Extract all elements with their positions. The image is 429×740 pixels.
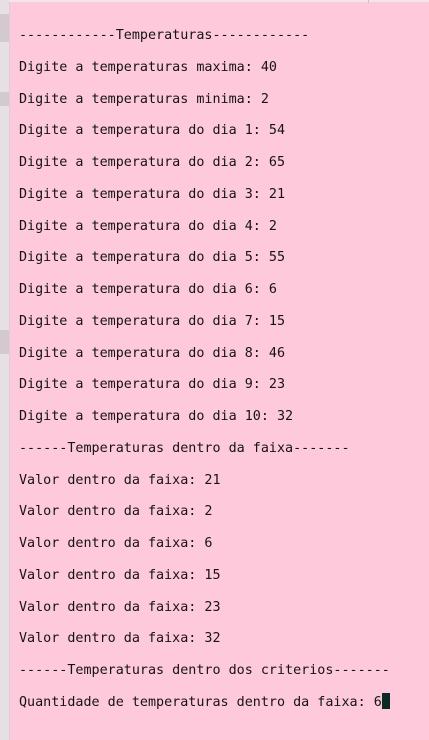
console-line: Valor dentro da faixa: 21 <box>19 472 221 488</box>
gutter-mark <box>0 330 9 354</box>
console-line: Valor dentro da faixa: 2 <box>19 504 213 520</box>
console-line: Valor dentro da faixa: 23 <box>19 599 221 615</box>
console-line: Digite a temperatura do dia 10: 32 <box>19 409 294 424</box>
top-separator <box>368 0 369 3</box>
console-input-line[interactable]: Quantidade de temperaturas dentro da fai… <box>19 692 429 725</box>
console-output[interactable]: ------------Temperaturas------------ Dig… <box>19 26 429 725</box>
console-line: Digite a temperatura do dia 8: 46 <box>19 345 286 361</box>
console-line: Digite a temperatura do dia 5: 55 <box>19 250 286 266</box>
console-line: ------------Temperaturas------------ <box>19 28 310 43</box>
console-line: Digite a temperatura do dia 3: 21 <box>19 186 286 202</box>
console-line: Digite a temperatura do dia 4: 2 <box>19 218 277 234</box>
console-line: Digite a temperaturas maxima: 40 <box>19 59 277 75</box>
text-cursor <box>381 692 390 709</box>
console-line: Digite a temperaturas minima: 2 <box>19 91 269 107</box>
console-line: Valor dentro da faixa: 15 <box>19 567 221 583</box>
console-line: ------Temperaturas dentro da faixa------… <box>19 440 350 456</box>
console-line: Digite a temperatura do dia 9: 23 <box>19 377 286 393</box>
console-line: ------Temperaturas dentro dos criterios-… <box>19 663 390 678</box>
console-line: Valor dentro da faixa: 32 <box>19 631 221 647</box>
console-line: Digite a temperatura do dia 7: 15 <box>19 313 286 329</box>
console-line: Quantidade de temperaturas dentro da fai… <box>19 694 382 710</box>
console-line: Digite a temperatura do dia 2: 65 <box>19 155 286 170</box>
gutter-mark <box>0 92 9 106</box>
console-line: Digite a temperatura do dia 1: 54 <box>19 123 286 139</box>
console-line: Valor dentro da faixa: 6 <box>19 536 213 551</box>
left-gutter <box>0 0 10 740</box>
gutter-mark <box>0 14 9 42</box>
console-line: Digite a temperatura do dia 6: 6 <box>19 282 277 297</box>
top-strip <box>9 0 429 2</box>
